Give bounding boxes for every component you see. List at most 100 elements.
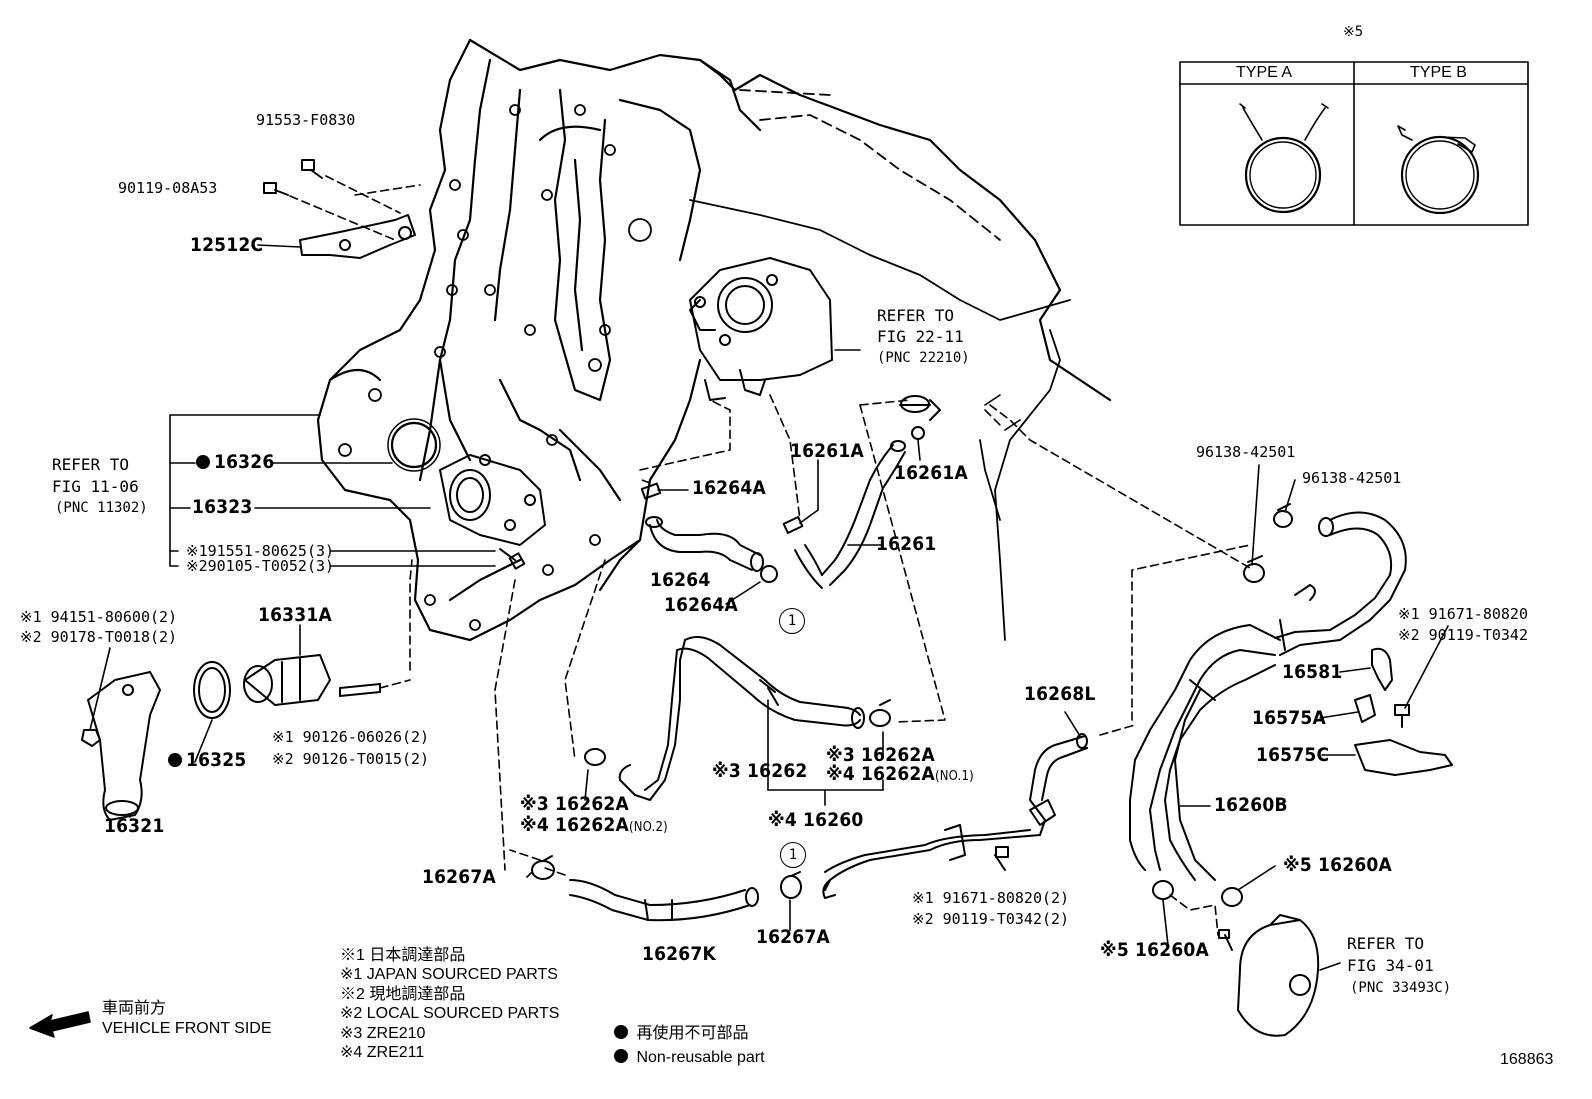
legend-non-reusable-jp: 再使用不可部品 xyxy=(614,1024,748,1043)
pipe-16268l xyxy=(822,733,1088,899)
label-16267a-left: 16267A xyxy=(422,866,496,888)
non-reusable-dot-icon xyxy=(614,1025,628,1039)
circle-ref-1-upper: 1 xyxy=(779,608,805,634)
label-96138-42501-b: 96138-42501 xyxy=(1302,469,1402,487)
legend-line-5: ※3 ZRE210 xyxy=(340,1025,426,1042)
label-16260: ※4 16260 xyxy=(768,809,864,831)
legend-line-2: ※1 JAPAN SOURCED PARTS xyxy=(340,966,558,983)
water-outlet-16321 xyxy=(87,671,161,821)
label-90119-t0342-right: ※2 90119-T0342 xyxy=(1398,626,1528,644)
label-16326: 16326 xyxy=(196,452,274,473)
label-16267k: 16267K xyxy=(642,943,716,965)
hose-16267k xyxy=(569,879,759,922)
type-a-header: TYPE A xyxy=(1236,64,1293,81)
legend-non-reusable-en: Non-reusable part xyxy=(614,1048,765,1067)
dashed-lines xyxy=(289,175,1251,936)
label-90119-08a53: 90119-08A53 xyxy=(118,179,218,197)
ref-timing-line2: FIG 11-06 xyxy=(52,477,139,496)
label-16262a-zre211-left: ※4 16262A(NO.2) xyxy=(520,814,668,836)
label-16260a-left: ※5 16260A xyxy=(1100,939,1209,961)
circle-ref-1-lower: 1 xyxy=(780,842,806,868)
legend-line-6: ※4 ZRE211 xyxy=(340,1044,425,1061)
vacuum-pump xyxy=(1218,914,1320,1037)
hose-16260b xyxy=(1129,511,1407,881)
non-reusable-dot-icon xyxy=(196,455,210,469)
ref-throttle-line1: REFER TO xyxy=(877,306,955,325)
pipe-segment-lines xyxy=(984,394,1021,431)
label-16323: 16323 xyxy=(192,496,253,518)
clamp-type-inset xyxy=(1179,61,1529,226)
label-90105-t0052: ※290105-T0052(3) xyxy=(186,557,335,575)
label-16264a-upper: 16264A xyxy=(692,477,766,499)
non-reusable-dot-icon xyxy=(614,1049,628,1063)
bolt-91671-lower xyxy=(994,846,1009,871)
label-91551-80625: ※191551-80625(3) xyxy=(186,542,335,560)
hose-16264 xyxy=(645,516,764,572)
ref-timing-line1: REFER TO xyxy=(52,455,130,474)
bracket-12512c xyxy=(299,214,416,259)
type-b-header: TYPE B xyxy=(1410,64,1467,81)
label-16260b: 16260B xyxy=(1214,794,1288,816)
label-16262a-zre211-right: ※4 16262A(NO.1) xyxy=(826,763,974,785)
ref-throttle-line2: FIG 22-11 xyxy=(877,327,964,346)
label-90126-t0015: ※2 90126-T0015(2) xyxy=(272,750,430,768)
label-96138-42501-a: 96138-42501 xyxy=(1196,443,1296,461)
label-16581: 16581 xyxy=(1282,661,1343,683)
label-16575c: 16575C xyxy=(1256,744,1330,766)
non-reusable-dot-icon xyxy=(168,753,182,767)
label-90126-06026: ※1 90126-06026(2) xyxy=(272,728,430,746)
water-inlet-housing-16323 xyxy=(439,454,546,546)
label-16325: 16325 xyxy=(168,750,246,771)
hose-16261 xyxy=(794,440,906,589)
label-16261a-right: 16261A xyxy=(894,462,968,484)
label-16262a-zre210-left: ※3 16262A xyxy=(520,793,629,815)
front-arrow xyxy=(29,1011,91,1038)
label-16575a: 16575A xyxy=(1252,707,1326,729)
label-16260a-right: ※5 16260A xyxy=(1283,854,1392,876)
legend-line-3: ※2 現地調達部品 xyxy=(340,986,466,1003)
label-16261: 16261 xyxy=(876,533,937,555)
label-16262: ※3 16262 xyxy=(712,760,808,782)
engine-block-outline xyxy=(739,89,1001,241)
bolt-90105 xyxy=(499,548,526,570)
vehicle-front-en: VEHICLE FRONT SIDE xyxy=(102,1020,272,1037)
figure-number: 168863 xyxy=(1500,1051,1554,1068)
bolt-90119-right xyxy=(1394,704,1410,728)
label-91553-f0830: 91553-F0830 xyxy=(256,111,356,129)
inset-mark: ※5 xyxy=(1343,24,1364,40)
clip-16261a xyxy=(782,395,941,534)
label-16321: 16321 xyxy=(104,815,165,837)
ref-throttle-line3: (PNC 22210) xyxy=(877,350,970,366)
engine-block-solid xyxy=(689,199,1071,641)
label-16264: 16264 xyxy=(650,569,711,591)
clip-16264a xyxy=(640,482,778,583)
label-91671-80820-right: ※1 91671-80820 xyxy=(1398,605,1528,623)
bracket-16581 xyxy=(1371,647,1393,691)
label-91671-80820-lower: ※1 91671-80820(2) xyxy=(912,889,1070,907)
label-90178-t0018: ※2 90178-T0018(2) xyxy=(20,628,178,646)
thermostat-16331a xyxy=(243,654,331,706)
vehicle-front-jp: 車両前方 xyxy=(102,1000,167,1017)
legend-line-1: ※1 日本調達部品 xyxy=(340,947,466,964)
label-16262a-zre210-right: ※3 16262A xyxy=(826,744,935,766)
nut-94151 xyxy=(81,729,101,747)
stud-90126 xyxy=(339,683,381,697)
clip-16267a xyxy=(531,855,802,899)
hose-16262 xyxy=(618,635,865,801)
clip-16262a xyxy=(584,699,891,766)
legend-line-4: ※2 LOCAL SOURCED PARTS xyxy=(340,1005,560,1022)
ref-timing-line3: (PNC 11302) xyxy=(55,500,148,516)
throttle-body xyxy=(689,257,833,401)
leader-lines xyxy=(89,244,1449,971)
label-16261a-left: 16261A xyxy=(790,440,864,462)
bracket-16575c xyxy=(1354,739,1453,776)
clip-16260a xyxy=(1152,880,1243,907)
cover-bolt-holes xyxy=(338,104,652,631)
ref-vacuum-line3: (PNC 33493C) xyxy=(1350,980,1452,996)
label-16267a-right: 16267A xyxy=(756,926,830,948)
label-16331a: 16331A xyxy=(258,604,332,626)
label-94151-80600: ※1 94151-80600(2) xyxy=(20,608,178,626)
gasket-16326 xyxy=(390,421,438,469)
bolts-91553-90119 xyxy=(263,159,323,196)
